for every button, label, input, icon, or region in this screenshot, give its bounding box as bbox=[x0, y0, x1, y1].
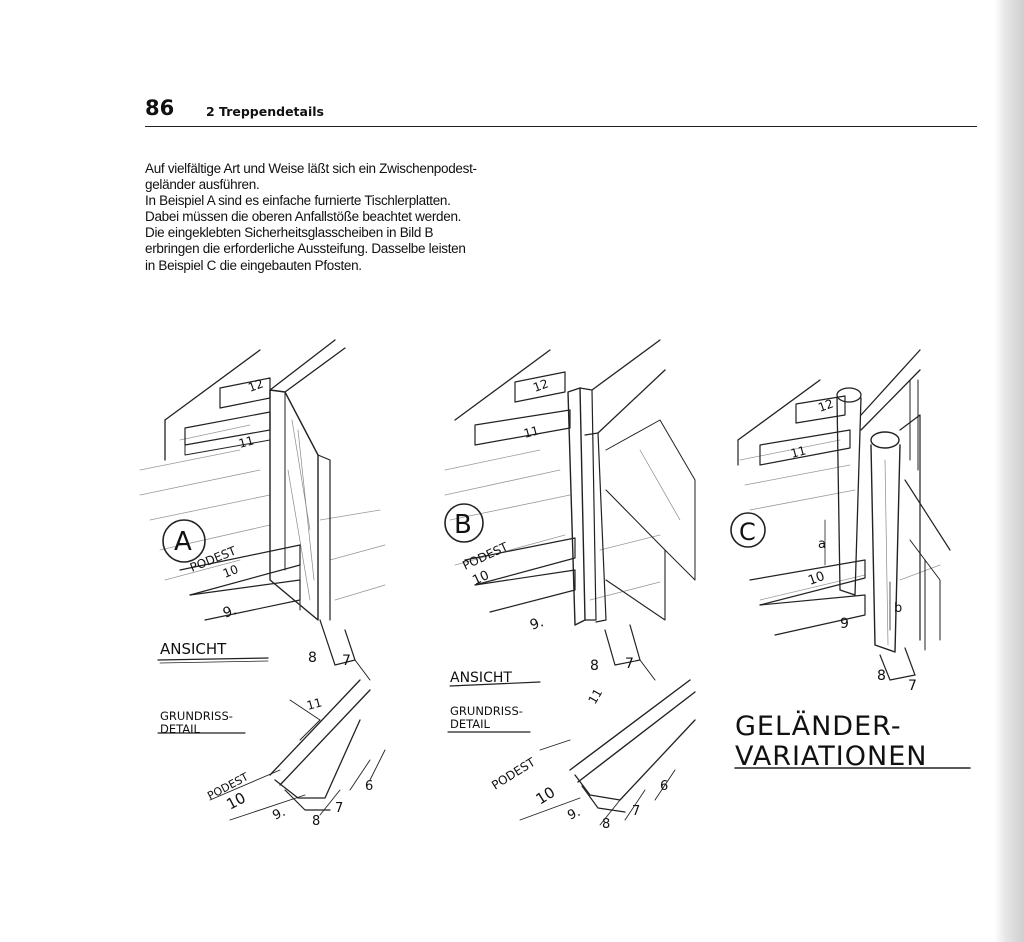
sketch-b-step-10: 10 bbox=[470, 568, 491, 589]
sketch-a-plan-7: 7 bbox=[335, 801, 343, 816]
body-line: Auf vielfältige Art und Weise läßt sich … bbox=[145, 161, 477, 176]
sketch-b-circle bbox=[444, 503, 484, 543]
sketch-b-grundriss-label-line-1: GRUNDRISS- bbox=[450, 704, 523, 718]
sketch-c-step-12: 12 bbox=[816, 396, 835, 414]
sketch-b-step-7: 7 bbox=[625, 656, 634, 672]
body-line: in Beispiel C die eingebauten Pfosten. bbox=[145, 257, 362, 273]
sketch-b-step-9: 9. bbox=[528, 614, 546, 634]
sketch-a-step-8: 8 bbox=[308, 650, 317, 666]
sketch-b-plan-8: 8 bbox=[602, 817, 610, 832]
sketch-a-step-7: 7 bbox=[342, 653, 351, 669]
sketch-c bbox=[730, 349, 971, 769]
sketch-c-step-10: 10 bbox=[806, 569, 827, 589]
page-header: 86 2 Treppendetails bbox=[145, 96, 977, 127]
page-number: 86 bbox=[145, 96, 175, 120]
sketch-c-dim-b: b bbox=[894, 601, 902, 616]
sketch-a-circle bbox=[162, 519, 206, 563]
sketch-b-plan-7: 7 bbox=[632, 804, 640, 819]
sketch-c-dim-a: a bbox=[818, 537, 826, 552]
sketch-c-letter: C bbox=[739, 518, 756, 546]
sketch-c-circle bbox=[730, 512, 766, 548]
sketch-b-podest-label: PODEST bbox=[460, 539, 510, 572]
sketch-b-step-8: 8 bbox=[590, 658, 599, 674]
sketch-a-plan-11: 11 bbox=[305, 695, 323, 712]
body-line: erbringen die erforderliche Aussteifung.… bbox=[145, 241, 466, 257]
sketch-b-plan-10: 10 bbox=[533, 783, 559, 808]
sketch-a-plan-8: 8 bbox=[312, 814, 320, 829]
sketch-b-plan-11: 11 bbox=[585, 686, 605, 706]
sketch-a-step-9: 9. bbox=[221, 602, 239, 622]
sketch-b-grundriss-label-line-2: DETAIL bbox=[450, 717, 491, 731]
stair-railing-illustration: A PODEST 10 9. 8 7 11 12 ANSICHT GRUNDRI… bbox=[139, 339, 971, 832]
sketch-b-letter: B bbox=[454, 510, 472, 540]
sketch-a-plan-9: 9. bbox=[270, 805, 288, 824]
sketch-b bbox=[444, 339, 696, 826]
page-edge-shadow bbox=[994, 0, 1024, 942]
sketch-b-step-12: 12 bbox=[531, 376, 550, 394]
body-line: Die eingeklebten Sicherheitsglasscheiben… bbox=[145, 225, 434, 241]
sketch-c-step-8: 8 bbox=[877, 668, 886, 684]
sketch-a-plan-6: 6 bbox=[365, 779, 373, 794]
sketch-a-grundriss-label-line-2: DETAIL bbox=[160, 722, 201, 736]
sketch-b-plan-6: 6 bbox=[660, 779, 668, 794]
sketch-c-step-7: 7 bbox=[908, 678, 917, 694]
body-line: geländer ausführen. bbox=[145, 177, 260, 193]
sketch-a-grundriss-label-line-1: GRUNDRISS- bbox=[160, 709, 233, 723]
caption-line-1: GELÄNDER- bbox=[735, 710, 902, 742]
sketch-b-step-11: 11 bbox=[522, 423, 540, 440]
sketch-a-step-12: 12 bbox=[246, 376, 265, 394]
sketch-b-plan-podest: PODEST bbox=[489, 755, 538, 793]
sketch-a bbox=[139, 339, 386, 821]
sketch-b-plan-9: 9. bbox=[565, 805, 583, 824]
sketch-c-step-11: 11 bbox=[789, 443, 807, 460]
body-line: In Beispiel A sind es einfache furnierte… bbox=[145, 193, 451, 209]
sketch-b-ansicht-label: ANSICHT bbox=[450, 670, 512, 686]
caption-line-2: VARIATIONEN bbox=[735, 741, 927, 772]
sketch-a-letter: A bbox=[174, 527, 192, 557]
sketch-c-step-9: 9 bbox=[840, 616, 849, 632]
body-line: Dabei müssen die oberen Anfallstöße beac… bbox=[145, 209, 462, 225]
sketch-a-ansicht-label: ANSICHT bbox=[160, 640, 227, 658]
body-paragraph: Auf vielfältige Art und Weise läßt sich … bbox=[145, 161, 545, 274]
chapter-title: 2 Treppendetails bbox=[206, 104, 324, 119]
sketch-a-step-11: 11 bbox=[237, 433, 255, 450]
sketch-a-step-10: 10 bbox=[221, 562, 240, 581]
